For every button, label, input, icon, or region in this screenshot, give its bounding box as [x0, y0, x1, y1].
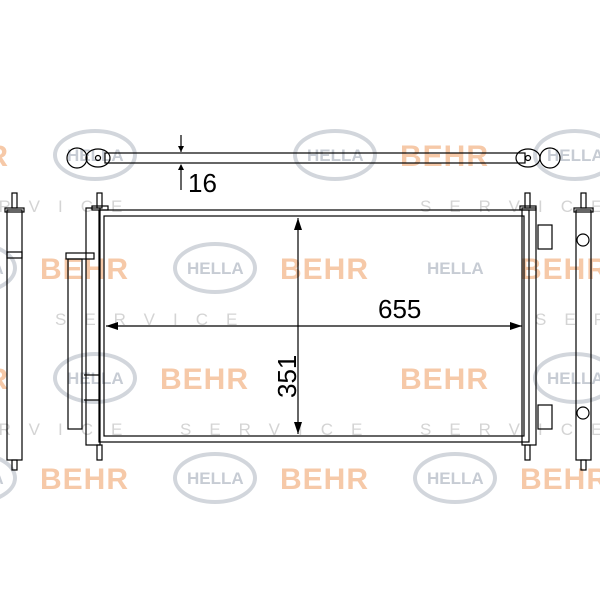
watermark-hella: HELLA — [187, 259, 244, 278]
left-side-view — [4, 192, 25, 471]
watermark-hella-oval — [0, 457, 17, 499]
watermark-behr: BEHR — [280, 253, 369, 286]
watermark-hella: HELLA — [307, 146, 364, 165]
watermark-behr: BEHR — [400, 140, 489, 173]
watermark-hella-oval — [173, 452, 257, 504]
watermark-hella: HELLA — [547, 369, 600, 388]
height-label: 351 — [272, 355, 302, 398]
watermark-hella: HELLA — [0, 259, 4, 278]
watermark-behr: BEHR — [0, 363, 9, 396]
watermark-behr: BEHR — [400, 363, 489, 396]
watermark-hella: HELLA — [67, 369, 124, 388]
width-dimension: 655 — [106, 294, 522, 330]
mounting-bracket — [66, 147, 561, 169]
watermark-behr: BEHR — [280, 463, 369, 496]
watermark-behr: BEHR — [0, 140, 9, 173]
watermark-service: SERVICE — [0, 420, 140, 439]
watermark-service: SERVICE — [420, 197, 600, 216]
watermark-hella-oval — [0, 247, 17, 289]
thickness-dimension: 16 — [178, 135, 217, 198]
watermark-service: SERVICE — [180, 420, 380, 439]
watermark-behr: BEHR — [520, 463, 600, 496]
watermark-service: SERVICE — [535, 310, 600, 329]
watermark-hella-oval — [173, 242, 257, 294]
watermark-hella-oval — [293, 129, 377, 181]
thickness-label: 16 — [188, 168, 217, 198]
watermark-hella-oval — [53, 352, 137, 404]
right-side-view — [573, 192, 594, 471]
watermark-hella-oval — [413, 452, 497, 504]
condenser-core — [65, 192, 553, 461]
watermark-hella-oval — [53, 129, 137, 181]
watermark-hella: HELLA — [427, 259, 484, 278]
watermark-hella: HELLA — [187, 469, 244, 488]
watermark-hella: HELLA — [427, 469, 484, 488]
watermark-hella: HELLA — [0, 469, 4, 488]
watermark-service: SERVICE — [420, 420, 600, 439]
watermark-behr: BEHR — [160, 363, 249, 396]
watermark-hella-oval — [533, 352, 600, 404]
watermark-behr: BEHR — [40, 463, 129, 496]
watermark-behr: BEHR — [520, 253, 600, 286]
height-dimension: 351 — [272, 218, 302, 434]
watermark-service: SERVICE — [0, 197, 140, 216]
width-label: 655 — [378, 294, 421, 324]
watermark-hella-oval — [533, 129, 600, 181]
